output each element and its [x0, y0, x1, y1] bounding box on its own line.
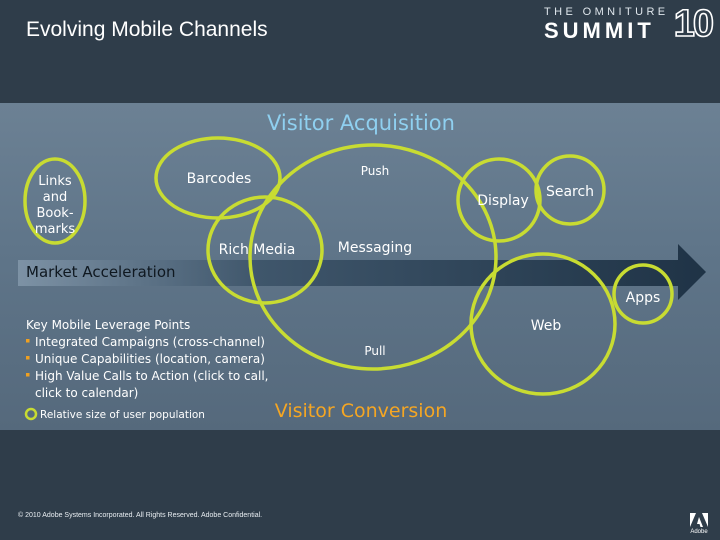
adobe-logo: Adobe — [690, 513, 708, 535]
leverage-item-2: Unique Capabilities (location, camera) — [35, 352, 265, 366]
leverage-item-4: click to calendar) — [35, 386, 138, 400]
adobe-logo-icon — [690, 513, 708, 527]
circle-rich-media — [206, 195, 324, 305]
circle-display — [456, 157, 542, 243]
circle-apps — [612, 263, 674, 325]
adobe-logo-text: Adobe — [690, 529, 708, 535]
visitor-acquisition-heading: Visitor Acquisition — [267, 111, 455, 135]
links-label-1: Links — [38, 174, 72, 189]
omniture-summit-logo: THE OMNITURE SUMMIT 10 — [544, 3, 715, 45]
search-label: Search — [546, 184, 594, 200]
legend-label: Relative size of user population — [40, 409, 205, 421]
logo-line1: THE OMNITURE — [544, 6, 669, 18]
slide-title: Evolving Mobile Channels — [26, 18, 268, 41]
leverage-bullet-2 — [26, 356, 30, 360]
copyright-footer: © 2010 Adobe Systems Incorporated. All R… — [18, 512, 263, 519]
links-label-4: marks — [35, 222, 76, 237]
circle-messaging — [248, 143, 498, 371]
apps-label: Apps — [626, 290, 661, 306]
pull-label: Pull — [364, 344, 385, 358]
logo-number: 10 — [673, 3, 715, 45]
leverage-item-3: High Value Calls to Action (click to cal… — [35, 369, 269, 383]
circle-web — [469, 252, 617, 396]
barcodes-label: Barcodes — [187, 171, 252, 187]
visitor-conversion-heading: Visitor Conversion — [275, 400, 447, 422]
leverage-bullet-3 — [26, 373, 30, 377]
circle-search — [534, 154, 606, 226]
links-label-2: and — [43, 190, 67, 205]
circle-links-bookmarks — [23, 157, 87, 245]
market-acceleration-label: Market Acceleration — [26, 263, 176, 281]
leverage-item-1: Integrated Campaigns (cross-channel) — [35, 335, 265, 349]
market-acceleration-arrow — [18, 244, 706, 300]
display-label: Display — [477, 193, 529, 209]
logo-line2: SUMMIT — [544, 18, 655, 43]
web-label: Web — [531, 318, 562, 334]
messaging-label: Messaging — [338, 240, 412, 256]
leverage-bullet-1 — [26, 339, 30, 343]
push-label: Push — [361, 164, 390, 178]
leverage-heading: Key Mobile Leverage Points — [26, 318, 190, 332]
legend-circle-icon — [24, 407, 38, 421]
rich-media-label: Rich Media — [219, 242, 296, 258]
links-label-3: Book- — [36, 206, 73, 221]
